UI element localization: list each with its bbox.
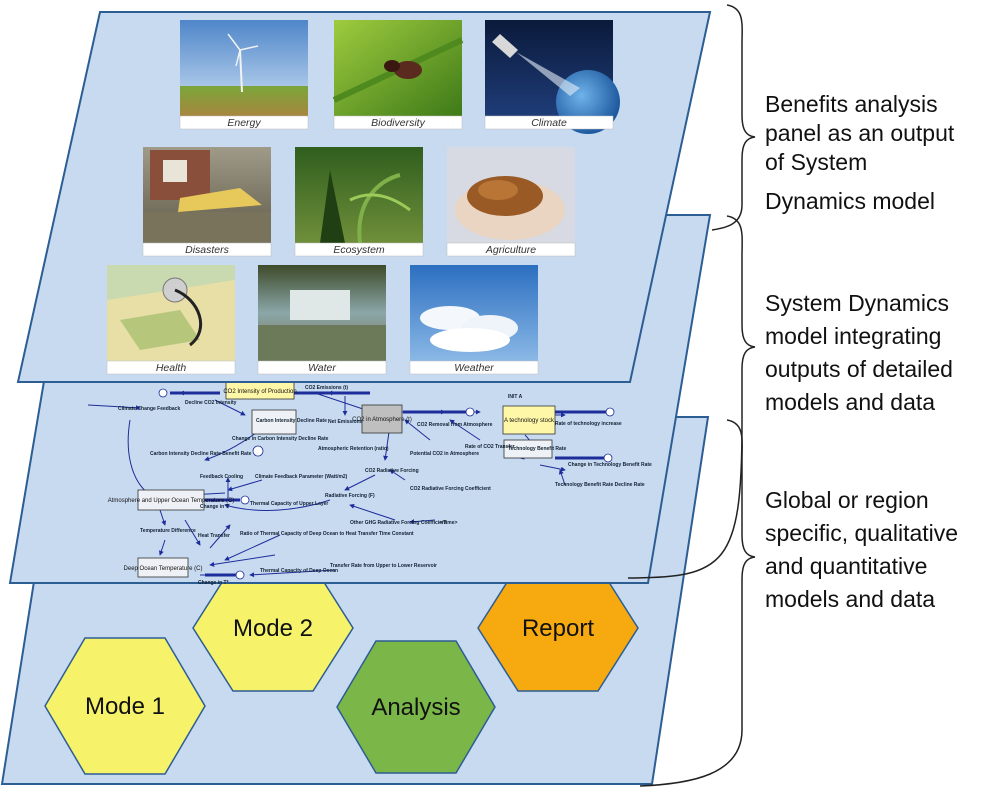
svg-text:of System: of System — [765, 149, 867, 175]
climate-caption: Climate — [531, 117, 567, 129]
sd-thermal-deep: Thermal Capacity of Deep Ocean — [260, 568, 338, 574]
analysis-hexagon[interactable]: Analysis — [336, 640, 496, 774]
mode1-label: Mode 1 — [85, 693, 165, 720]
sd-tech-decline: Technology Benefit Rate Decline Rate — [555, 482, 645, 488]
sd-change-tech: Change in Technology Benefit Rate — [568, 462, 652, 468]
svg-text:and quantitative: and quantitative — [765, 553, 927, 579]
sd-net-emissions: Net Emissions — [328, 419, 363, 425]
sd-box-co2-atmosphere: CO2 in Atmosphere (t) — [352, 417, 412, 423]
sd-other-ghg: Other GHG Radiative Forcing Coefficient — [350, 520, 447, 526]
agriculture-image: Agriculture — [446, 147, 576, 257]
sd-co2-emissions: CO2 Emissions (t) — [305, 385, 348, 391]
weather-image: Weather — [409, 265, 539, 375]
analysis-label: Analysis — [371, 694, 460, 721]
sd-radiative-forcing: Radiative Forcing (F) — [325, 493, 375, 499]
sd-feedback-cooling: Feedback Cooling — [200, 474, 243, 480]
top-layer-brace — [711, 4, 756, 231]
sd-time: <Time> — [440, 520, 457, 526]
health-image: Health — [106, 265, 236, 375]
agriculture-caption: Agriculture — [485, 244, 536, 256]
sd-climate-feedback: Climate Change Feedback — [118, 406, 180, 412]
energy-caption: Energy — [227, 117, 261, 129]
middle-layer-brace — [627, 215, 756, 579]
sd-change-in-t-star: Change in T* — [198, 580, 229, 586]
sd-tech-accum: Rate of technology increase — [555, 421, 622, 427]
sd-change-in-t: Change in T — [200, 504, 229, 510]
sd-climate-feedback-param: Climate Feedback Parameter (Watt/m2) — [255, 474, 348, 480]
bottom-layer-description: Global or region specific, qualitative a… — [765, 487, 958, 612]
sd-box-co2-intensity: CO2 Intensity of Production — [223, 389, 296, 395]
svg-text:models and data: models and data — [765, 586, 935, 612]
energy-image: Energy — [179, 20, 309, 130]
sd-box-atmosphere-upper-ocean: Atmosphere and Upper Ocean Temperature (… — [108, 498, 235, 504]
sd-thermal-upper: Thermal Capacity of Upper Layer — [250, 501, 328, 507]
water-image: Water — [257, 265, 387, 375]
svg-text:models and data: models and data — [765, 389, 935, 415]
report-hexagon[interactable]: Report — [477, 564, 639, 692]
biodiversity-caption: Biodiversity — [371, 117, 425, 129]
sd-ratio-thermal: Ratio of Thermal Capacity of Deep Ocean … — [240, 531, 414, 537]
sd-co2-radiative: CO2 Radiative Forcing — [365, 468, 419, 474]
sd-potential-co2: Potential CO2 in Atmosphere — [410, 451, 479, 457]
sd-tech-benefit: Technology Benefit Rate — [508, 446, 566, 452]
weather-caption: Weather — [454, 362, 494, 374]
water-caption: Water — [308, 362, 336, 374]
sd-box-technology-stock: A technology stock — [504, 418, 555, 424]
svg-text:outputs of detailed: outputs of detailed — [765, 356, 953, 382]
sd-carbon-benefit: Carbon Intensity Decline Rate Benefit Ra… — [150, 451, 252, 457]
ecosystem-image: Ecosystem — [294, 147, 424, 257]
sd-init: INIT A — [508, 394, 523, 400]
sd-temp-difference: Temperature Difference — [140, 528, 196, 534]
bottom-layer-brace — [639, 419, 756, 787]
mode2-label: Mode 2 — [233, 615, 313, 642]
mode2-hexagon[interactable]: Mode 2 — [192, 564, 354, 692]
svg-text:model integrating: model integrating — [765, 323, 941, 349]
sd-decline-co2: Decline CO2 Intensity — [185, 400, 237, 406]
sd-co2-removal: CO2 Removal from Atmosphere — [417, 422, 493, 428]
health-caption: Health — [156, 362, 187, 374]
svg-text:System Dynamics: System Dynamics — [765, 290, 949, 316]
system-dynamics-model: CO2 Intensity of Production CO2 in Atmos… — [87, 381, 652, 586]
sd-carbon-rate: Carbon Intensity Decline Rate — [256, 418, 327, 424]
biodiversity-image: Biodiversity — [332, 20, 464, 130]
report-label: Report — [522, 615, 594, 642]
ecosystem-caption: Ecosystem — [333, 244, 385, 256]
svg-text:Benefits analysis: Benefits analysis — [765, 91, 938, 117]
top-layer-description: Benefits analysis panel as an output of … — [765, 91, 955, 214]
sd-transfer-rate: Transfer Rate from Upper to Lower Reserv… — [330, 563, 437, 569]
middle-layer-description: System Dynamics model integrating output… — [765, 290, 953, 415]
sd-change-carbon-rate: Change in Carbon Intensity Decline Rate — [232, 436, 329, 442]
disasters-caption: Disasters — [185, 244, 230, 256]
svg-text:Dynamics model: Dynamics model — [765, 188, 935, 214]
sd-heat-transfer: Heat Transfer — [198, 533, 230, 539]
disasters-image: Disasters — [142, 147, 272, 257]
svg-text:Global or region: Global or region — [765, 487, 929, 513]
sd-atmospheric-retention: Atmospheric Retention (ratio) — [318, 446, 389, 452]
sd-box-deep-ocean: Deep Ocean Temperature (C) — [124, 566, 203, 572]
sd-rate-co2: Rate of CO2 Transfer — [465, 444, 515, 450]
svg-text:specific, qualitative: specific, qualitative — [765, 520, 958, 546]
sd-co2-coefficient: CO2 Radiative Forcing Coefficient — [410, 486, 491, 492]
svg-text:panel as an output: panel as an output — [765, 120, 955, 146]
mode1-hexagon[interactable]: Mode 1 — [44, 637, 206, 775]
climate-image: Climate — [484, 20, 620, 134]
